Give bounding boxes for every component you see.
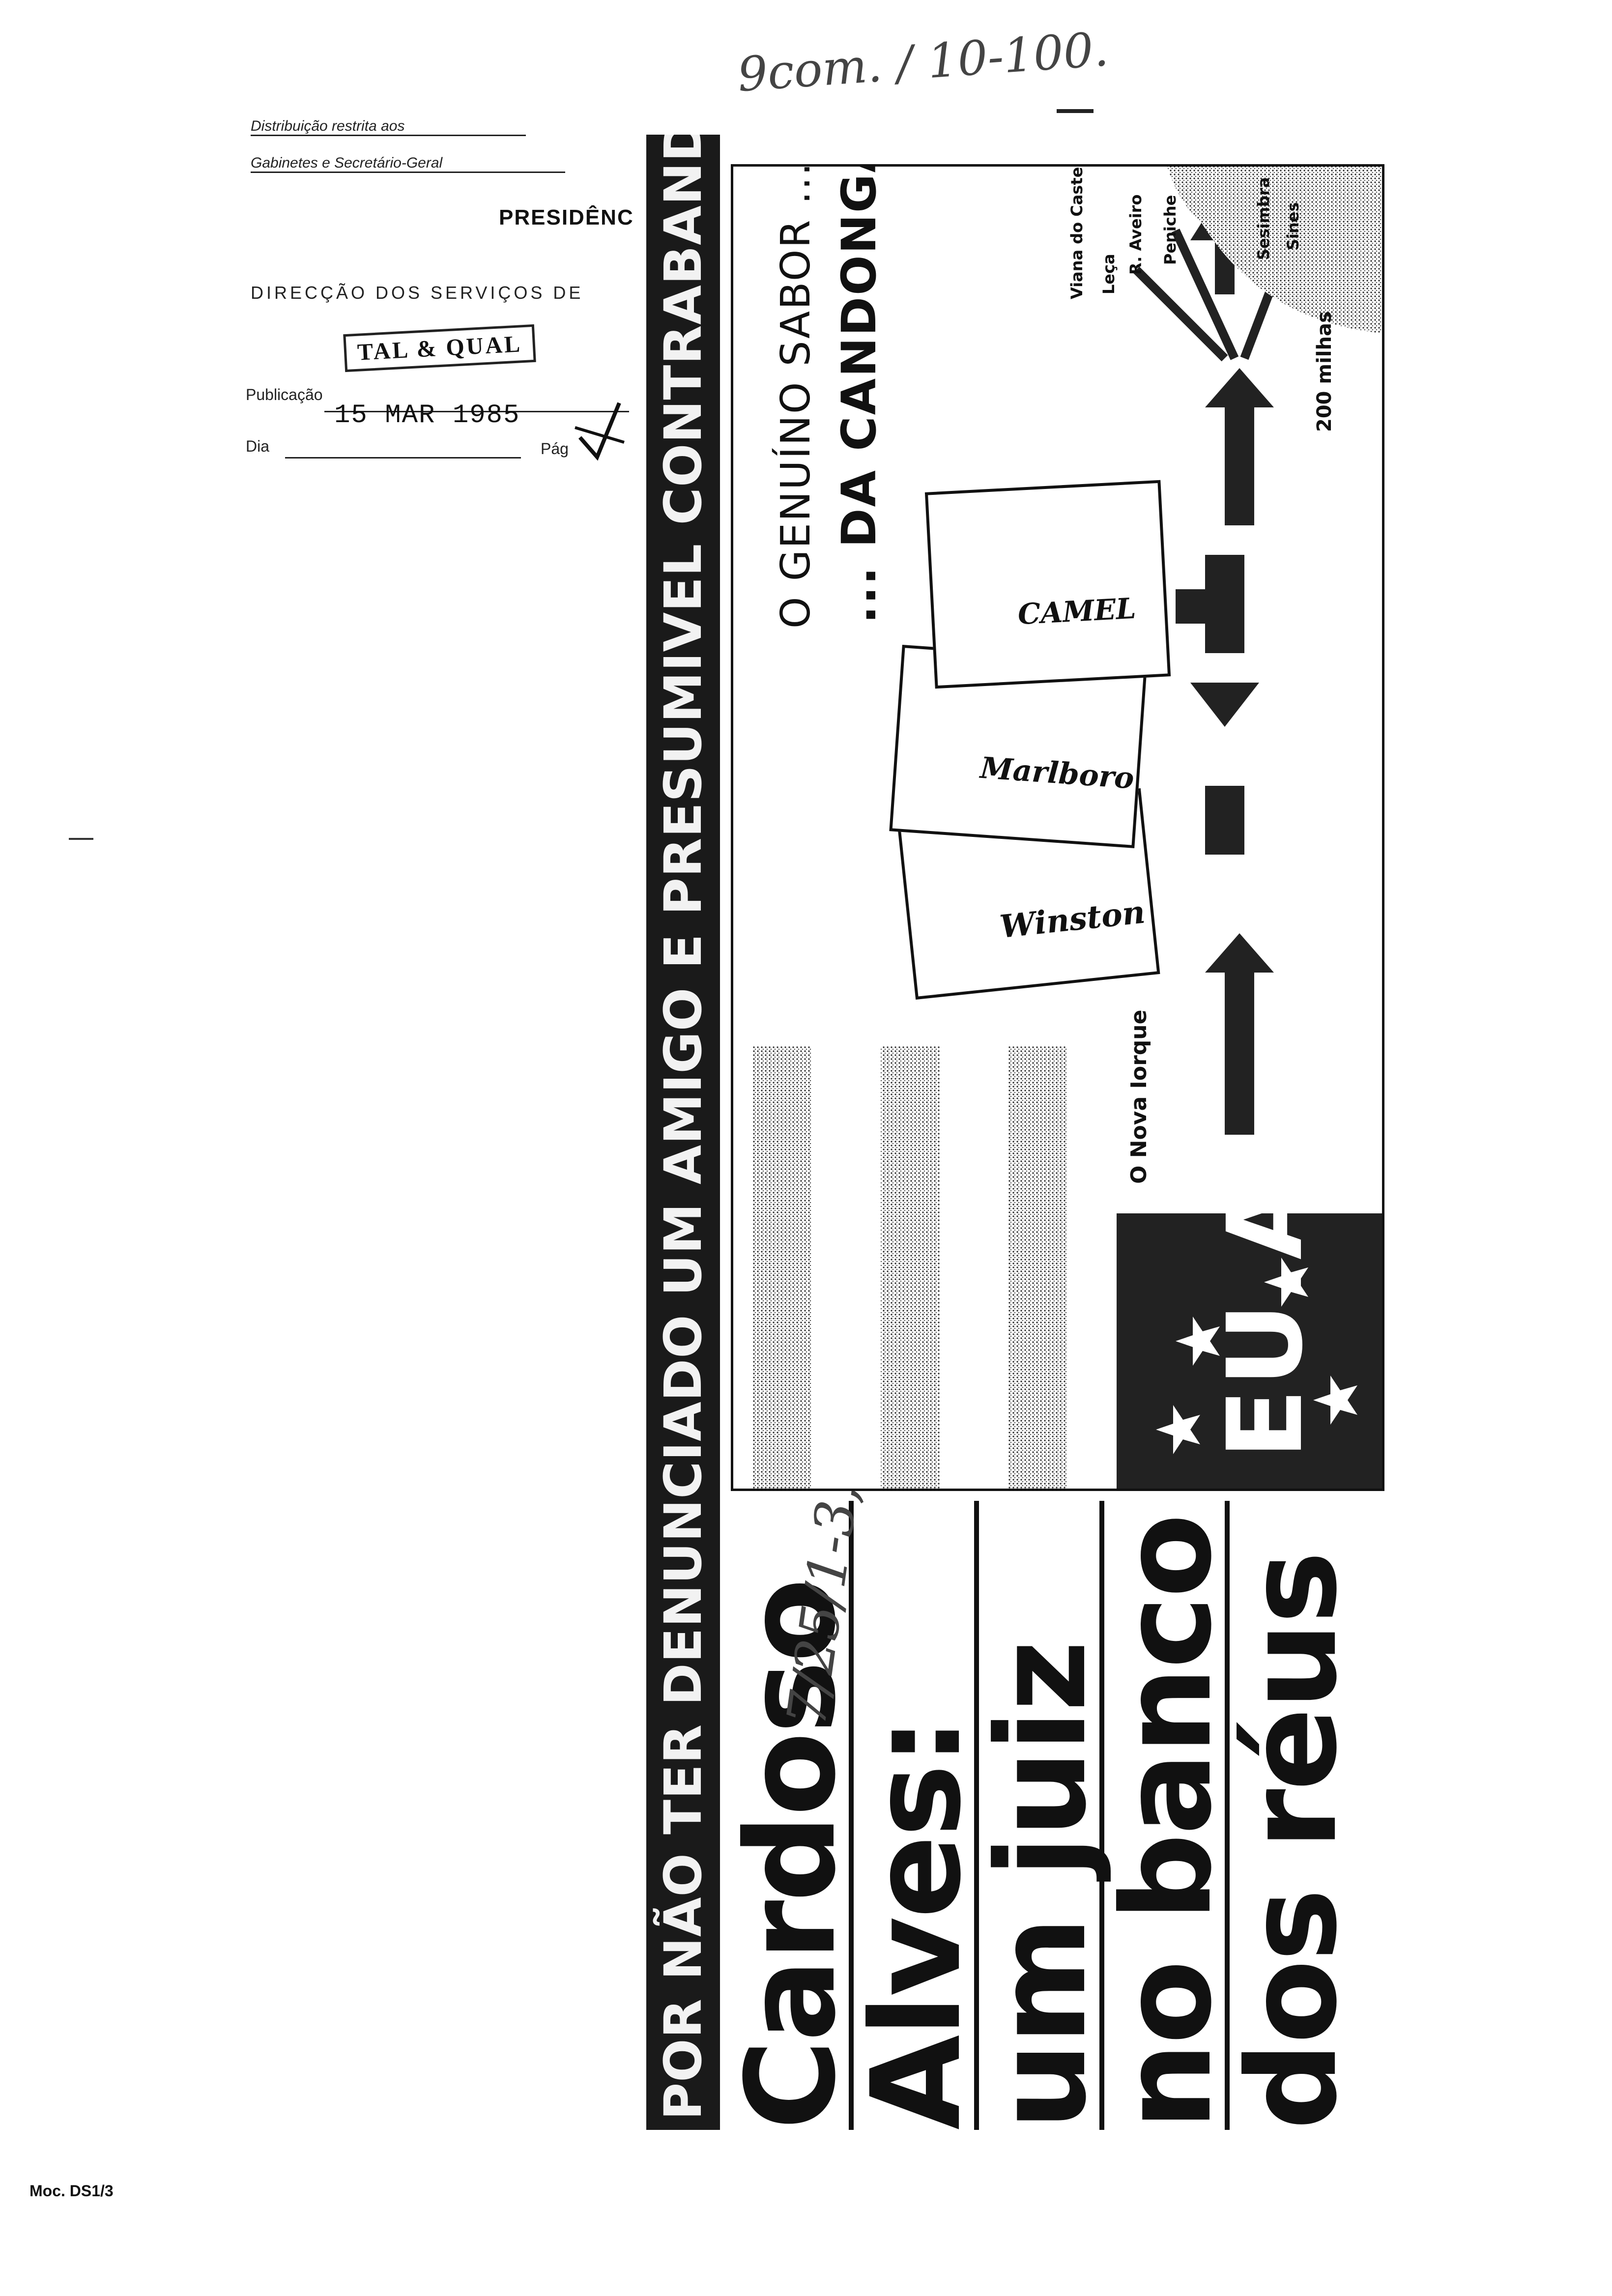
caption-line-2: ... DA CANDONGA — [832, 164, 887, 624]
line-divider-3 — [1099, 1501, 1104, 2130]
distance-label: 200 milhas — [1313, 311, 1336, 432]
line-divider-2 — [974, 1501, 979, 2130]
line-divider-4 — [1225, 1501, 1230, 2130]
date-received: 15 MAR 1985 — [334, 401, 520, 430]
place-name-1: Viana do Castelo — [1067, 164, 1086, 299]
publication-stamp: TAL & QUAL — [343, 324, 536, 373]
short-rule — [1057, 109, 1094, 113]
presidency-label: PRESIDÊNC — [499, 205, 634, 230]
publication-label: Publicação — [246, 386, 323, 403]
page-checkmark-icon — [575, 402, 625, 461]
camel-pack: CAMEL — [924, 480, 1171, 689]
camel-brand: CAMEL — [1017, 591, 1137, 631]
publication-underline — [324, 411, 629, 412]
day-underline — [285, 457, 521, 459]
page-label: Pág — [541, 440, 569, 458]
flag-stripes — [753, 1046, 1384, 1489]
distribution-line-1: Distribuição restrita aos — [251, 118, 526, 136]
place-name-3: R. Aveiro — [1126, 194, 1145, 275]
winston-brand: Winston — [998, 893, 1147, 946]
headline-line-4: no banco — [1095, 1515, 1238, 2130]
place-name-4: Peniche — [1161, 195, 1180, 265]
place-name-6: Sines — [1284, 202, 1302, 250]
article-kicker: POR NÃO TER DENUNCIADO UM AMIGO E PRESUM… — [646, 135, 720, 2130]
headline-line-5: dos réus — [1221, 1552, 1364, 2130]
distribution-line-2: Gabinetes e Secretário-Geral — [251, 155, 565, 173]
place-name-5: Sesimbra — [1254, 177, 1273, 260]
left-margin-mark — [69, 838, 93, 840]
place-name-2: Leça — [1099, 254, 1118, 294]
headline-line-3: um juiz — [970, 1642, 1113, 2130]
directorate-label: DIRECÇÃO DOS SERVIÇOS DE — [251, 283, 584, 303]
caption-line-1: O GENUÍNO SABOR ... — [773, 164, 819, 629]
headline-line-2: Alves: — [845, 1719, 988, 2130]
route-arrows — [1133, 164, 1384, 1135]
day-label: Dia — [246, 437, 270, 455]
illustration-panel: EU.A O Nova Iorque — [731, 164, 1384, 1491]
newspaper-clipping: POR NÃO TER DENUNCIADO UM AMIGO E PRESUM… — [646, 135, 1398, 2130]
handwritten-top-note: 9com. / 10-100. — [736, 21, 1110, 103]
marlboro-brand: Marlboro — [979, 750, 1135, 796]
form-code: Moc. DS1/3 — [29, 2182, 114, 2200]
